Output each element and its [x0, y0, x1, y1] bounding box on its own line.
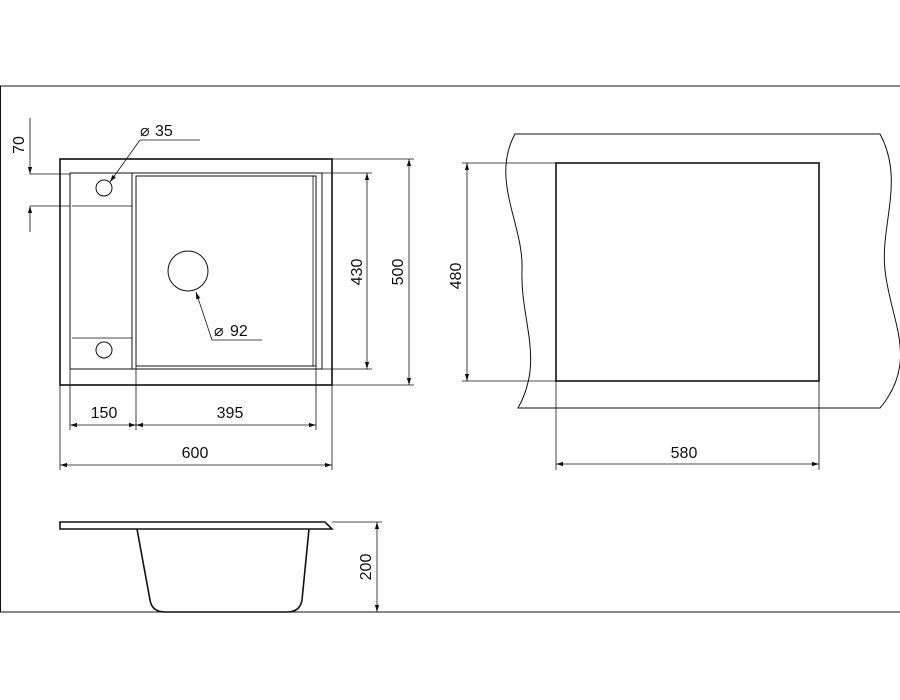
- sink-inner-rim: [69, 172, 323, 370]
- drain-hole-leader: [195, 291, 213, 341]
- tap-hole-top: [95, 179, 113, 197]
- wing-width-label: 150: [91, 405, 118, 422]
- cutout-rectangle: [555, 162, 820, 382]
- side-view: 200: [59, 521, 382, 613]
- width-label: 600: [182, 445, 209, 462]
- depth-label: 200: [358, 554, 375, 581]
- side-rim: [59, 521, 334, 530]
- bowl-width-label: 395: [217, 405, 244, 422]
- frame: [0, 85, 900, 613]
- inner-height-label: 430: [349, 259, 366, 286]
- side-bowl-profile: [136, 528, 310, 613]
- small-hole-leader: [109, 139, 141, 183]
- drain-hole: [167, 250, 209, 292]
- drain-hole-diameter-symbol: ⌀: [214, 323, 224, 340]
- countertop-outline: [505, 133, 900, 409]
- small-hole-diameter-symbol: ⌀: [140, 123, 150, 140]
- sink-bowl: [135, 175, 317, 367]
- cutout-view: 480 580: [448, 133, 900, 470]
- drainboard-wing: [70, 172, 133, 370]
- drain-hole-diameter-label: 92: [230, 323, 248, 340]
- top-offset-label: 70: [11, 136, 28, 154]
- cutout-width-label: 580: [671, 445, 698, 462]
- small-hole-diameter-label: 35: [155, 123, 173, 140]
- top-view: ⌀ 35 ⌀ 92 70 430 500: [11, 118, 414, 470]
- tap-hole-bottom: [95, 341, 113, 359]
- cutout-height-label: 480: [448, 263, 465, 290]
- height-label: 500: [390, 259, 407, 286]
- sink-outer-outline: [59, 158, 333, 386]
